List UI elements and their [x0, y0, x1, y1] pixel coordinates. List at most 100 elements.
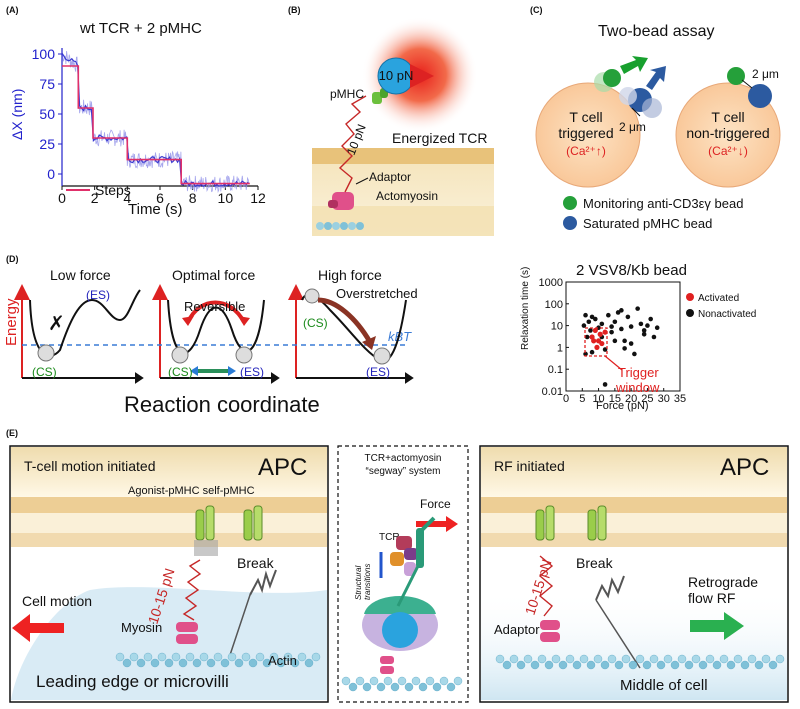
left-membrane-bottom — [11, 533, 327, 547]
scatter-ytick-label: 0.1 — [548, 364, 563, 376]
nonactivated-point — [602, 382, 608, 387]
leading-edge-label: Leading edge or microvilli — [36, 672, 229, 691]
nonactivated-point — [593, 316, 598, 322]
monitoring-bead-1 — [603, 69, 621, 87]
structural-line1: Structural — [354, 566, 363, 600]
nonactivated-point — [584, 334, 590, 340]
actin-monomer — [122, 658, 132, 668]
energy-axes — [14, 284, 304, 378]
actin-monomer — [719, 654, 729, 664]
actin-filament-b — [316, 222, 364, 230]
nonactivated-point — [596, 325, 601, 331]
scatter-xtick-label: 5 — [579, 393, 585, 405]
panel-a-title: wt TCR + 2 pMHC — [79, 20, 202, 37]
actin-monomer — [143, 652, 153, 662]
actin-monomer — [537, 654, 547, 664]
nonactivated-point — [609, 324, 614, 329]
panel-a-ytick-label: 75 — [39, 76, 55, 92]
legend-green-dot — [563, 196, 577, 210]
panel-e-letter: (E) — [6, 428, 18, 438]
left-force-linker — [182, 559, 202, 621]
nonactivated-point — [581, 323, 587, 328]
actin-monomer — [262, 658, 272, 668]
cell1-line2: triggered — [558, 125, 613, 141]
scatter-ytick-label: 0.01 — [542, 386, 563, 398]
panel-e: (E) T-cell motion initiated APC Agonist-… — [6, 428, 789, 703]
right-apc-label: APC — [720, 454, 769, 481]
actin-monomer — [439, 676, 449, 686]
nonactivated-point — [641, 328, 647, 333]
panel-a-xtick-label: 6 — [156, 190, 164, 206]
right-adaptor — [540, 620, 560, 642]
retrograde-line2: flow RF — [688, 590, 735, 606]
nonactivated-point — [615, 310, 621, 315]
actin-monomer — [705, 654, 715, 664]
reaction-coordinate-label: Reaction coordinate — [124, 392, 320, 417]
monitoring-bead-2 — [727, 67, 745, 85]
right-spring — [595, 575, 625, 601]
panel-d-letter: (D) — [6, 254, 19, 264]
distance-label-1: 2 μm — [619, 120, 646, 134]
reversible-arrow — [186, 300, 246, 324]
actin-monomer — [677, 654, 687, 664]
actin-monomer — [516, 660, 526, 670]
left-pmhc-molecules — [194, 505, 263, 556]
actin-monomer — [425, 676, 435, 686]
panel-a-ytick-label: 0 — [47, 166, 55, 182]
actin-monomer — [649, 654, 659, 664]
cell2-line2: non-triggered — [686, 125, 769, 141]
actin-monomer — [495, 654, 505, 664]
panel-a-letter: (A) — [6, 5, 19, 15]
actin-monomer — [530, 660, 540, 670]
actin-monomer — [544, 660, 554, 670]
panel-a-legend-label: Steps — [95, 182, 131, 198]
t-cell-nontriggered — [675, 82, 781, 188]
legend-saturated: Saturated pMHC bead — [583, 216, 712, 231]
actin-monomer — [642, 660, 652, 670]
actin-monomer — [164, 658, 174, 668]
actin-monomer — [150, 658, 160, 668]
actin-monomer — [453, 676, 463, 686]
nonactivated-point — [586, 319, 592, 325]
activated-point — [591, 338, 597, 344]
actin-monomer — [397, 676, 407, 686]
nonactivated-point — [606, 312, 611, 318]
high-cs-ball — [304, 288, 320, 304]
actin-monomer — [283, 652, 293, 662]
actin-monomer — [348, 682, 358, 692]
opt-es-ball — [235, 346, 253, 364]
low-force-title: Low force — [50, 267, 111, 283]
nonactivated-point — [622, 346, 627, 351]
actin-monomer — [593, 654, 603, 664]
legend-blue-dot — [563, 216, 577, 230]
scatter-ytick-label: 100 — [545, 299, 563, 311]
nonactivated-point — [612, 338, 618, 344]
actin-monomer — [390, 682, 400, 692]
nonactivated-point — [589, 349, 595, 355]
actomyosin-region — [312, 206, 494, 236]
actin-monomer — [355, 676, 365, 686]
actin-monomer — [418, 682, 428, 692]
mid-myosin — [380, 656, 394, 674]
scatter-xtick-label: 25 — [641, 393, 653, 405]
bead-force-label: 10 pN — [379, 68, 414, 83]
scatter-xtick-label: 35 — [674, 393, 686, 405]
nonactivated-point — [641, 331, 647, 337]
high-es-label: (ES) — [366, 365, 390, 379]
actin-monomer — [614, 660, 624, 670]
panel-a-smoothed-trace — [61, 52, 249, 188]
energized-tcr-label: Energized TCR — [392, 130, 487, 146]
right-cytoplasm — [481, 589, 787, 700]
actin-monomer — [502, 660, 512, 670]
scatter-xtick-label: 20 — [625, 393, 637, 405]
nonactivated-point — [588, 328, 593, 333]
nonactivated-point — [609, 329, 614, 335]
high-es-ball — [373, 347, 391, 365]
actin-monomer — [276, 658, 286, 668]
right-title: RF initiated — [494, 458, 565, 474]
low-cs-label: (CS) — [32, 365, 57, 379]
panel-c-title: Two-bead assay — [598, 23, 715, 40]
cell2-ca: (Ca²⁺↓) — [708, 144, 748, 158]
energy-label: Energy — [3, 298, 20, 346]
